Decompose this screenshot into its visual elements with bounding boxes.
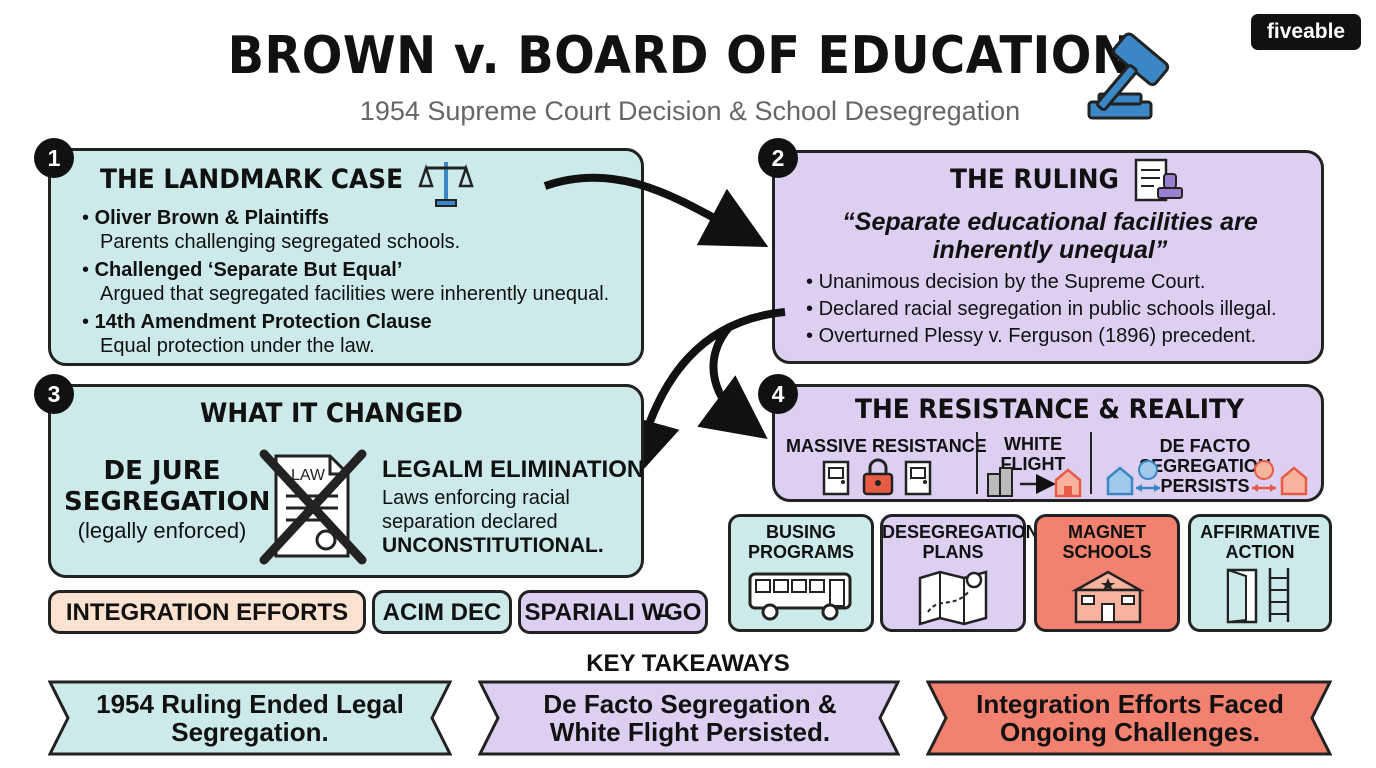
step-badge-1: 1: [34, 138, 74, 178]
house-icon: [1106, 466, 1134, 496]
list-item: • Oliver Brown & Plaintiffs: [82, 207, 330, 229]
list-item-text: Unanimous decision by the Supreme Court.: [818, 271, 1206, 293]
document-stamp-icon: [1134, 158, 1183, 202]
pill-acim-dec: ACIM DEC: [372, 590, 512, 634]
card-label-busing: BUSING PROGRAMS: [747, 522, 854, 562]
arrow-case-to-ruling: [543, 173, 769, 248]
step-badge-4: 4: [758, 374, 798, 414]
takeaway-2-text: De Facto Segregation & White Flight Pers…: [543, 689, 837, 747]
ladder-icon: [1268, 568, 1290, 622]
list-item: • Overturned Plessy v. Ferguson (1896) p…: [806, 325, 1257, 347]
takeaway-ribbon-2: [478, 680, 900, 756]
door-icon: [1226, 568, 1258, 624]
takeaway-ribbon-3: [926, 680, 1332, 756]
house-icon: [1280, 466, 1308, 496]
list-item: • Unanimous decision by the Supreme Cour…: [806, 271, 1206, 293]
person-circle-icon: [1254, 460, 1274, 480]
map-icon: [918, 570, 988, 626]
elimination-heading: LEGALM ELIMINATION: [382, 456, 645, 483]
list-item-body: Argued that segregated facilities were i…: [100, 283, 610, 305]
card-affirmative-action: [1188, 514, 1332, 632]
padlock-icon: [862, 458, 894, 496]
massive-resistance-icons: [822, 458, 932, 496]
bus-icon: [748, 572, 852, 621]
column-divider: [1090, 432, 1092, 494]
door-ladder-icon: [1226, 568, 1290, 624]
fiveable-logo[interactable]: fiveable: [1251, 14, 1361, 50]
house-icon: [1054, 468, 1082, 498]
list-item-body: Parents challenging segregated schools.: [100, 231, 461, 253]
resistance-col-massive: MASSIVE RESISTANCE: [786, 436, 987, 456]
takeaway-ribbon-1: [48, 680, 452, 756]
card-label-desegregation: DESEGREGATION PLANS: [882, 522, 1039, 562]
pill-integration-efforts: INTEGRATION EFFORTS: [48, 590, 366, 634]
person-circle-icon: [1138, 460, 1158, 480]
list-item-text: Declared racial segregation in public sc…: [818, 298, 1277, 320]
takeaway-1-text: 1954 Ruling Ended Legal Segregation.: [96, 689, 404, 747]
list-item-head: Challenged ‘Separate But Equal’: [94, 259, 403, 281]
double-arrow-icon: [1136, 484, 1160, 492]
step-badge-2: 2: [758, 138, 798, 178]
arrow-ruling-to-changed: [617, 308, 786, 483]
de-jure-subtitle: (legally enforced): [77, 518, 247, 543]
double-arrow-icon: [1252, 484, 1276, 492]
key-takeaways-heading: KEY TAKEAWAYS: [586, 650, 790, 677]
law-document-icon: LAW: [259, 449, 367, 565]
pill-spariali: SPARIALI W̶GO: [518, 590, 708, 634]
page-title: BROWN v. BOARD OF EDUCATION: [227, 26, 1133, 86]
law-document-label: LAW: [291, 467, 326, 484]
panel-ruling: [772, 150, 1324, 364]
list-item: • Challenged ‘Separate But Equal’: [82, 259, 403, 281]
door-icon: [904, 460, 932, 496]
school-icon: [1071, 570, 1145, 624]
list-item-text: Overturned Plessy v. Ferguson (1896) pre…: [818, 325, 1257, 347]
door-icon: [822, 460, 850, 496]
panel-title-what-changed: WHAT IT CHANGED: [200, 398, 463, 429]
panel-title-ruling: THE RULING: [950, 164, 1119, 195]
de-jure-heading: DE JURE SEGREGATION: [64, 456, 271, 517]
page-subtitle: 1954 Supreme Court Decision & School Des…: [359, 96, 1021, 126]
list-item: • Declared racial segregation in public …: [806, 298, 1277, 320]
column-divider: [976, 432, 978, 494]
arrow-ruling-to-resistance: [697, 323, 768, 440]
resistance-col-de-facto: DE FACTO SEGREGATION PERSISTS: [1139, 436, 1271, 496]
card-label-affirmative: AFFIRMATIVE ACTION: [1200, 522, 1320, 562]
ruling-list: • Unanimous decision by the Supreme Cour…: [806, 270, 1316, 348]
list-item-body: Equal protection under the law.: [100, 335, 375, 357]
panel-title-resistance: THE RESISTANCE & REALITY: [855, 394, 1244, 425]
resistance-col-white-flight: WHITE FLIGHT: [1000, 434, 1066, 474]
white-flight-icons: [987, 467, 1082, 498]
buildings-icon: [987, 467, 1013, 497]
elimination-body: Laws enforcing racial separation declare…: [382, 487, 570, 533]
list-item-head: Oliver Brown & Plaintiffs: [94, 207, 330, 229]
gavel-icon: [1087, 32, 1170, 120]
panel-title-landmark-case: THE LANDMARK CASE: [100, 164, 404, 195]
scales-icon: [418, 162, 474, 207]
step-badge-3: 3: [34, 374, 74, 414]
landmark-case-list: • Oliver Brown & Plaintiffs Parents chal…: [82, 206, 642, 358]
card-label-magnet: MAGNET SCHOOLS: [1062, 522, 1152, 562]
ruling-quote: “Separate educational facilities are inh…: [842, 208, 1258, 264]
de-facto-icons: [1106, 460, 1308, 496]
list-item: • 14th Amendment Protection Clause: [82, 311, 432, 333]
takeaway-3-text: Integration Efforts Faced Ongoing Challe…: [976, 689, 1284, 747]
list-item-head: 14th Amendment Protection Clause: [94, 311, 432, 333]
elimination-emphasis: UNCONSTITUTIONAL.: [382, 534, 604, 557]
